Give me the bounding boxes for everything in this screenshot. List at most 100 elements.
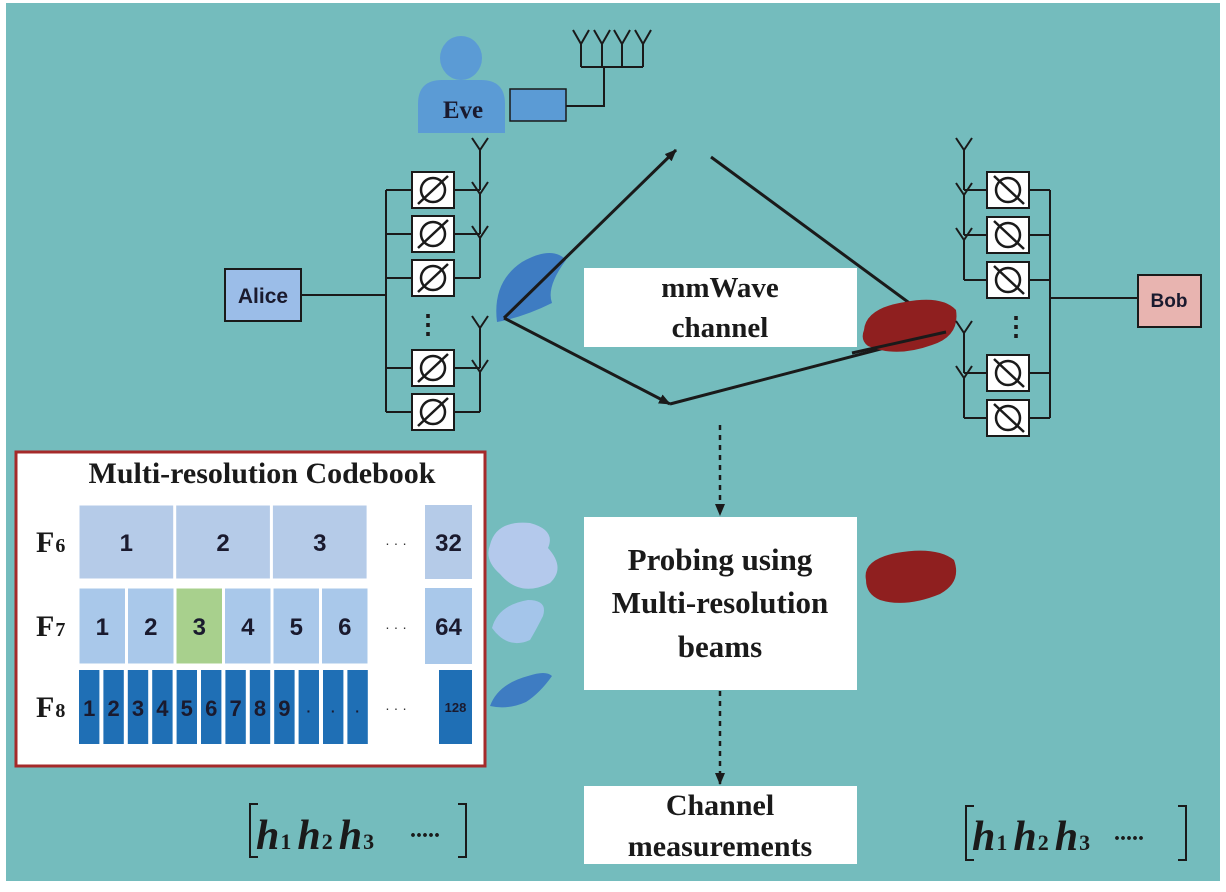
- alice-antenna-icon: [471, 137, 489, 168]
- vector-right-h1: h: [972, 814, 995, 860]
- probing-box: [584, 517, 857, 690]
- vector-left-h2: h: [297, 813, 320, 859]
- vector-right-h3: h: [1055, 814, 1078, 860]
- measurements-box: [584, 786, 857, 864]
- probing-line2: Multi-resolution: [612, 585, 828, 620]
- bob-probing-beam: [865, 550, 957, 603]
- codebook-cell-label: 5: [290, 614, 303, 641]
- codebook-last-cell: [425, 505, 472, 579]
- codebook-cell-label: 4: [156, 696, 169, 721]
- alice-phase-shifter-array: [301, 137, 489, 431]
- codebook-cell: [175, 587, 223, 665]
- bob-node: [1137, 274, 1202, 328]
- codebook-cell: [271, 504, 368, 580]
- path-lower-to-bob-overlay: [851, 330, 947, 355]
- vector-right-s2: 2: [1038, 830, 1049, 855]
- vector-left-s2: 2: [322, 829, 333, 854]
- vector-left-h1: h: [256, 813, 279, 859]
- bob-antenna-icon: [955, 365, 973, 396]
- alice-phase-shifter-icon: [411, 215, 455, 253]
- codebook-cell-label: 9: [278, 696, 290, 721]
- mmwave-channel-box: [584, 268, 857, 347]
- path-to-bob-upper-arrow: [710, 155, 947, 332]
- codebook-last-cell-label: 128: [445, 700, 467, 715]
- mmwave-channel-line2: channel: [672, 312, 769, 344]
- alice-beam: [496, 252, 566, 322]
- bob-antenna-icon: [955, 227, 973, 258]
- codebook-last-cell: [425, 588, 472, 664]
- alice-phase-shifter-icon: [411, 349, 455, 387]
- vector-right-dots: .....: [1114, 820, 1144, 846]
- probing-line3: beams: [678, 629, 762, 664]
- vector-right-h2: h: [1013, 814, 1036, 860]
- codebook-ellipsis: · · ·: [385, 535, 407, 551]
- alice-phase-shifter-icon: [411, 171, 455, 209]
- codebook-last-cell: [439, 670, 472, 744]
- vector-right-s3: 3: [1079, 830, 1090, 855]
- codebook-ellipsis: · · ·: [385, 619, 407, 635]
- mmwave-channel-line1: mmWave: [661, 272, 779, 304]
- codebook-cell: [298, 670, 319, 744]
- vector-left-s3: 3: [363, 829, 374, 854]
- measurements-line1: Channel: [666, 789, 774, 822]
- codebook-cell: [78, 504, 175, 580]
- codebook-cell-label: 3: [193, 614, 206, 641]
- vector-left-close-bracket: [458, 803, 467, 858]
- codebook-cell-label: 2: [144, 614, 157, 641]
- vector-right-s1: 1: [996, 830, 1007, 855]
- vector-left-h3: h: [339, 813, 362, 859]
- alice-phase-shifter-icon: [411, 393, 455, 431]
- alice-antenna-icon: [471, 181, 489, 212]
- codebook-cell-label: 3: [313, 530, 326, 557]
- bob-phase-shifter-icon: [986, 216, 1030, 254]
- codebook-cell: [321, 587, 369, 665]
- codebook-cell-label: 7: [229, 696, 241, 721]
- vector-right-open-bracket: [965, 805, 974, 861]
- codebook-cell: [176, 670, 197, 744]
- codebook-level-symbol: F: [36, 691, 54, 724]
- codebook-level-label: F8: [36, 691, 65, 724]
- codebook-cell: [249, 670, 271, 744]
- vector-left-s1: 1: [280, 829, 291, 854]
- codebook-cell: [79, 670, 100, 744]
- eve-group: Eve: [418, 29, 652, 133]
- alice-antenna-icon: [471, 225, 489, 256]
- codebook-cell-label: ·: [355, 703, 360, 719]
- codebook-cell-label: 4: [241, 614, 255, 641]
- eve-antenna-icon: [566, 29, 652, 107]
- codebook-cell: [201, 670, 222, 744]
- codebook-cell-label: 6: [338, 614, 351, 641]
- codebook-cell-label: 1: [120, 530, 133, 557]
- codebook-cell-label: ·: [306, 703, 311, 719]
- codebook-cell-label: 6: [205, 696, 217, 721]
- alice-phase-shifter-icon: [411, 259, 455, 297]
- codebook-cell-label: 5: [181, 696, 193, 721]
- eve-person-icon: [418, 36, 505, 133]
- codebook-cell-label: ·: [331, 703, 336, 719]
- bob-label: Bob: [1151, 291, 1188, 312]
- alice-array-dots: ⋮: [415, 310, 441, 339]
- codebook-level-symbol: F: [36, 610, 54, 643]
- codebook-cell-label: 3: [132, 696, 144, 721]
- codebook-cell: [224, 587, 272, 665]
- bob-antenna-icon: [955, 137, 973, 168]
- codebook-cell: [323, 670, 344, 744]
- codebook-level-label: F7: [36, 610, 65, 643]
- codebook-cell: [103, 670, 124, 744]
- alice-antenna-icon: [471, 315, 489, 346]
- codebook-last-cell-label: 32: [435, 530, 462, 557]
- codebook-cell-label: 2: [216, 530, 229, 557]
- alice-antenna-icon: [471, 359, 489, 390]
- measurements-line2: measurements: [628, 830, 812, 863]
- codebook-level-subscript: 7: [55, 619, 65, 641]
- probe-beam-medium: [492, 600, 544, 644]
- codebook-last-cell-label: 64: [435, 614, 462, 641]
- bob-beam: [862, 299, 957, 352]
- codebook-level-subscript: 8: [55, 700, 65, 722]
